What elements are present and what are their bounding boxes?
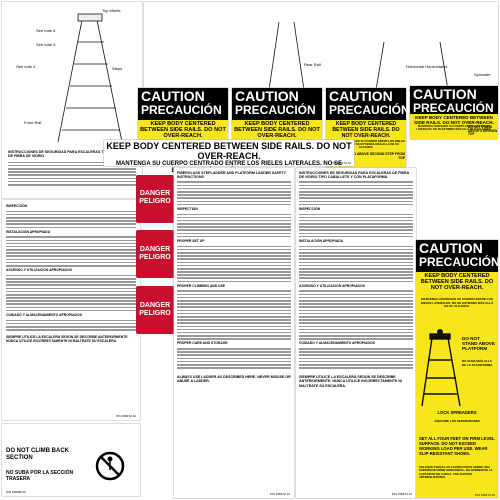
section-heading: INSPECCIÓN [6, 204, 28, 208]
precaucion-word: PRECAUCIÓN [419, 255, 500, 269]
big-banner-en: KEEP BODY CENTERED BETWEEN SIDE RAILS. D… [106, 141, 352, 161]
section-heading: INSTALACIÓN APROPIADA [299, 239, 344, 243]
sheet-code: P/N 158472-10 [115, 414, 136, 418]
platform-lock-es: ASEGURE LOS SEPARADORES [434, 419, 480, 423]
section-heading: INSPECTION [177, 206, 198, 211]
danger-label-3 [136, 286, 174, 334]
danger-label-2 [136, 230, 174, 278]
section-heading: ASCENSO Y UTILIZACIÓN APROPIADOS [299, 283, 365, 288]
no-climb-es: NO SUBA POR LA SECCIÓN TRASERA [6, 470, 74, 482]
danger-label-1 [136, 175, 174, 223]
caution-word: CAUTION [419, 240, 483, 256]
section-heading: CUIDADO Y ALMACENAMIENTO APROPIADOS [299, 341, 375, 346]
ladder-diagram-sheet: Top Meets See note 5 See note 3 See note… [2, 2, 142, 198]
no-climb-icon [95, 451, 125, 481]
platform-code: P/N 158472-10 [474, 493, 495, 497]
ladder-diagram [57, 13, 123, 142]
peligro-word: PELIGRO [139, 310, 171, 317]
footer-text: ALWAYS USE LADDER AS DESCRIBED HERE. NEV… [177, 374, 291, 384]
section-heading: INSTALACIÓN APROPIADA [6, 229, 51, 234]
section-heading: PROPER SET UP [177, 239, 205, 243]
label-horizontal: Horizontal Horizontales [406, 64, 448, 69]
side-warning: DO NOT STAND ABOVE STEP/NOW TOP [468, 125, 498, 137]
caution-text-es: MANTENGA CENTRADO SU CUERPO ENTRE LOS RI… [327, 139, 405, 149]
precaucion-word: PRECAUCIÓN [141, 103, 222, 117]
ladder-diagram-sheet-2: Rear Rail Horizontal Horizontales Spread… [144, 2, 498, 90]
precaucion-word: PRECAUCIÓN [235, 103, 316, 117]
peligro-word: PELIGRO [139, 198, 171, 205]
sheet-code: P/N 158474-10 [391, 492, 412, 496]
sheet-title: FIBERGLASS STEPLADDER AND PLATFORM LADDE… [177, 171, 286, 180]
platform-stand-es: NO SUBA MÁS ALLÁ DE LA PLATAFORMA [462, 359, 493, 367]
spanish-instructions-right: INSTRUCCIONES DE SEGURIDAD PARA ESCALERA… [296, 168, 416, 498]
platform-caution-label: CAUTION PRECAUCIÓN KEEP BODY CENTERED BE… [416, 240, 500, 498]
danger-word: DANGER [139, 246, 171, 253]
caution-word: CAUTION [413, 86, 477, 102]
caution-text-en: KEEP BODY CENTERED BETWEEN SIDE RAILS. D… [140, 121, 226, 139]
section-heading: PROPER CLIMBING AND USE [177, 283, 226, 288]
platform-footer-en: SET ALL FOUR FEET ON FIRM LEVEL SURFACE.… [419, 436, 495, 456]
platform-lock: LOCK SPREADERS [437, 410, 477, 415]
footer-text: SIEMPRE UTILICE LA ESCALERA SEGÚN SE DES… [6, 334, 129, 343]
precaucion-word: PRECAUCIÓN [329, 103, 410, 117]
footer-text: SIEMPRE UTILICE LA ESCALERA SEGÚN SE DES… [299, 374, 403, 388]
no-climb-en: DO NOT CLIMB BACK SECTION [6, 448, 69, 461]
label-note-3: See note 3 [36, 42, 56, 47]
big-banner: KEEP BODY CENTERED BETWEEN SIDE RAILS. D… [104, 140, 354, 174]
platform-text-en: KEEP BODY CENTERED BETWEEN SIDE RAILS. D… [420, 273, 494, 291]
no-climb-label: DO NOT CLIMB BACK SECTION NO SUBA POR LA… [2, 424, 140, 496]
no-climb-code: P/N 158489-10 [6, 490, 27, 494]
english-instructions: FIBERGLASS STEPLADDER AND PLATFORM LADDE… [174, 168, 294, 498]
diagram-intro: INSTRUCCIONES DE SEGURIDAD PARA ESCALERA… [8, 150, 133, 159]
section-heading: ASCENSO Y UTILIZACIÓN APROPIADOS [6, 268, 72, 273]
precaucion-word: PRECAUCIÓN [413, 101, 494, 115]
danger-text-1: DANGER PELIGRO [137, 190, 173, 206]
platform-stand: DO NOT STAND ABOVE PLATFORM [462, 336, 495, 351]
danger-word: DANGER [139, 190, 171, 197]
spanish-instructions-left: INSPECCIÓN INSTALACIÓN APROPIADA ASCENSO… [2, 200, 140, 420]
platform-ladder-diagram [268, 21, 449, 90]
danger-text-3: DANGER PELIGRO [137, 302, 173, 318]
peligro-word: PELIGRO [139, 254, 171, 261]
caution-label-4: CAUTION PRECAUCIÓN KEEP BODY CENTERED BE… [410, 86, 498, 140]
caution-text-en: KEEP BODY CENTERED BETWEEN SIDE RAILS. D… [234, 121, 320, 139]
label-note-4: See note 4 [16, 64, 36, 69]
caution-text-en: KEEP BODY CENTERED BETWEEN SIDE RAILS. D… [414, 115, 494, 125]
platform-text-es: MANTENGA CENTRADO SU CUERPO ENTRE LOS RI… [420, 297, 494, 309]
caution-text-en: KEEP BODY CENTERED BETWEEN SIDE RAILS. D… [332, 121, 400, 139]
caution-word: CAUTION [235, 88, 299, 104]
big-banner-code: P/N 158472-10 [330, 161, 351, 165]
sheet-code: P/N 158472-10 [269, 492, 290, 496]
section-heading: PROPER CARE AND STORAGE [177, 341, 228, 346]
side-warning: DO NOT STAND ABOVE SECOND STEP FROM TOP [330, 152, 405, 160]
danger-text-2: DANGER PELIGRO [137, 246, 173, 262]
caution-word: CAUTION [329, 88, 393, 104]
caution-text-es: MANTENGA CENTRADO SU CUERPO ENTRE LOS RI… [416, 125, 492, 131]
label-steps: Steps [112, 66, 123, 71]
platform-footer-es: COLOQUE TODAS LAS CUATRO PATAS SOBRE UNA… [419, 465, 493, 480]
diagram-text-lines [8, 160, 136, 187]
platform-ladder-icon [421, 329, 461, 407]
label-spreader: Spreader [474, 72, 491, 77]
label-note-5: See note 5 [36, 28, 56, 33]
danger-word: DANGER [139, 302, 171, 309]
label-rear-rail: Rear Rail [304, 62, 321, 67]
label-front-rail: Front Rail [24, 120, 42, 125]
sheet-title: INSTRUCCIONES DE SEGURIDAD PARA ESCALERA… [299, 171, 410, 180]
section-heading: INSPECCIÓN [299, 206, 321, 211]
label-top-meets: Top Meets [102, 8, 121, 13]
caution-word: CAUTION [141, 88, 205, 104]
section-heading: CUIDADO Y ALMACENAMIENTO APROPIADOS [6, 313, 82, 318]
